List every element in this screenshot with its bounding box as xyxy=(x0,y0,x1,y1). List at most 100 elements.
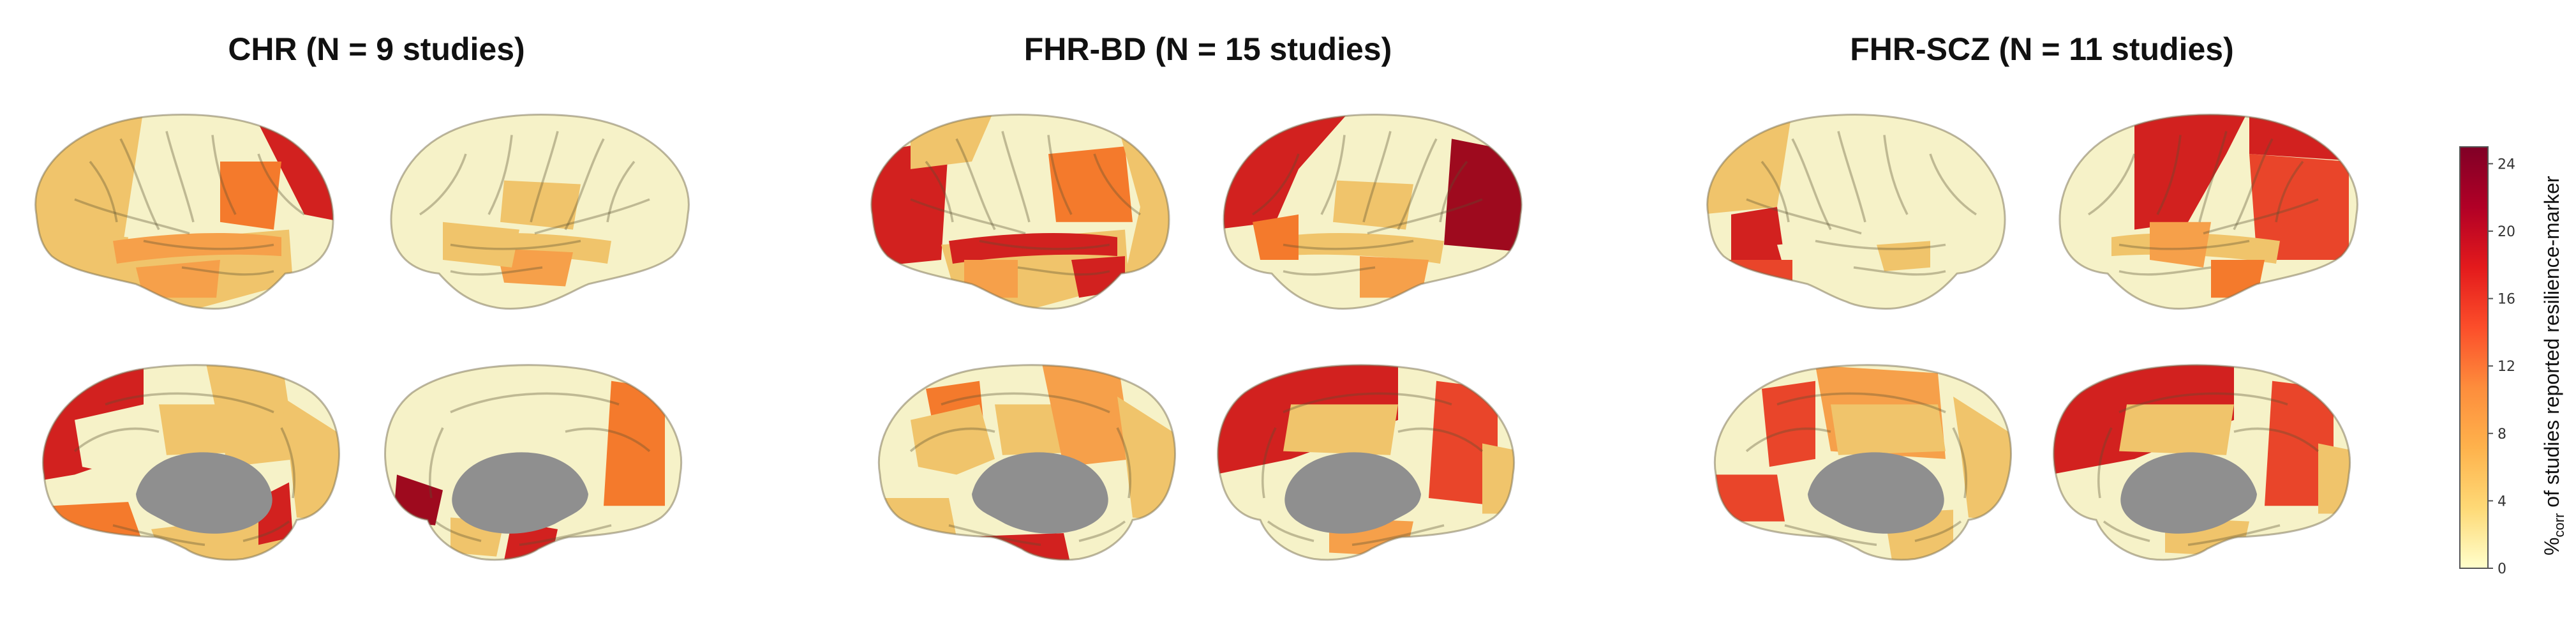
sulcus-line xyxy=(1853,266,1946,276)
cortical-region xyxy=(1762,381,1815,467)
cortical-region xyxy=(964,260,1018,298)
sulcus-line xyxy=(2088,153,2136,216)
cortex-outline xyxy=(1713,364,2013,561)
cortical-region xyxy=(496,248,573,287)
cortical-region xyxy=(604,381,665,506)
sulcus-line xyxy=(450,266,543,276)
cortex-outline xyxy=(34,114,334,310)
sulcus-line xyxy=(2118,266,2212,276)
brain-chr-right-lateral xyxy=(390,114,690,310)
sulcus-line xyxy=(74,198,190,235)
cortex-outline xyxy=(870,114,1170,310)
cortical-region xyxy=(1443,139,1522,253)
sulcus-line xyxy=(1815,239,1946,250)
brain-fhr-bd-left-lateral xyxy=(870,114,1170,310)
sulcus-line xyxy=(2103,520,2150,543)
cortex-outline xyxy=(1223,114,1523,310)
cortical-region xyxy=(75,404,160,475)
cortical-region xyxy=(1283,404,1398,455)
sulcus-line xyxy=(419,153,467,216)
sulcus-line xyxy=(181,266,274,276)
sulcus-line xyxy=(1001,131,1031,223)
cortex-outline xyxy=(390,114,690,310)
medial-wall xyxy=(1284,452,1421,534)
sulcus-line xyxy=(2187,524,2281,547)
sulcus-line xyxy=(606,160,636,223)
sulcus-line xyxy=(1093,153,1141,216)
brain-fhr-bd-right-medial xyxy=(1216,364,1515,561)
sulcus-line xyxy=(112,524,205,547)
cortical-region xyxy=(2134,114,2249,230)
cortical-region xyxy=(1429,381,1498,506)
medial-wall xyxy=(2120,452,2257,534)
sulcus-line xyxy=(211,135,237,215)
cortical-region xyxy=(871,139,949,268)
sulcus-line xyxy=(1351,524,1445,547)
sulcus-line xyxy=(1397,427,1484,453)
panel-title-fhr-bd: FHR-BD (N = 15 studies) xyxy=(1024,31,1392,67)
sulcus-line xyxy=(119,138,160,230)
sulcus-line xyxy=(948,524,1041,547)
sulcus-line xyxy=(2198,131,2228,223)
sulcus-line xyxy=(105,392,274,414)
cortical-region xyxy=(2318,443,2350,514)
sulcus-line xyxy=(1283,239,1414,250)
sulcus-line xyxy=(979,239,1110,250)
sulcus-line xyxy=(1362,131,1392,223)
cortical-region xyxy=(1041,365,1133,467)
cortical-region xyxy=(911,404,995,475)
sulcus-line xyxy=(1283,266,1376,276)
cortical-region xyxy=(1953,397,2011,522)
brain-fhr-scz-left-lateral xyxy=(1706,114,2006,310)
cortex-outline xyxy=(383,364,683,561)
cortical-region xyxy=(136,260,220,298)
colorbar-label: %corr of studies reported resilience-mar… xyxy=(2540,176,2567,555)
sulcus-line xyxy=(519,524,612,547)
sulcus-line xyxy=(1116,427,1132,499)
sulcus-line xyxy=(73,427,160,453)
cortical-region xyxy=(1877,241,1930,271)
cortical-region xyxy=(52,502,144,545)
cortex-outline xyxy=(1216,364,1515,561)
cortical-region xyxy=(281,397,339,522)
cortical-region xyxy=(880,498,957,538)
sulcus-line xyxy=(1929,153,1977,216)
sulcus-line xyxy=(488,135,513,215)
sulcus-line xyxy=(910,198,1026,235)
cortical-region xyxy=(2119,404,2234,455)
colorbar-tick-label: 4 xyxy=(2498,494,2506,510)
sulcus-line xyxy=(1761,160,1790,223)
brain-fhr-scz-right-lateral xyxy=(2059,114,2358,310)
cortical-region xyxy=(1333,180,1413,230)
brain-fhr-bd-left-medial xyxy=(877,364,1177,561)
cortical-region xyxy=(1482,443,1514,514)
sulcus-line xyxy=(450,239,581,250)
sulcus-line xyxy=(1776,392,1946,414)
cortical-region xyxy=(2150,222,2211,268)
sulcus-line xyxy=(2203,198,2319,235)
sulcus-line xyxy=(1017,266,1110,276)
sulcus-line xyxy=(1745,427,1831,453)
cortex-outline xyxy=(1706,114,2006,310)
cortex-outline xyxy=(877,364,1177,561)
sulcus-line xyxy=(1078,520,1126,543)
sulcus-line xyxy=(434,520,482,543)
sulcus-line xyxy=(925,160,954,223)
brain-chr-right-medial xyxy=(383,364,683,561)
sulcus-line xyxy=(534,198,650,235)
cortex-outline xyxy=(2059,114,2358,310)
sulcus-line xyxy=(1261,427,1277,499)
sulcus-line xyxy=(955,138,996,230)
sulcus-line xyxy=(1283,392,1452,414)
sulcus-line xyxy=(1252,153,1300,216)
sulcus-line xyxy=(428,427,444,499)
cortical-region xyxy=(1048,146,1133,222)
sulcus-line xyxy=(2275,160,2304,223)
sulcus-line xyxy=(1439,160,1468,223)
sulcus-line xyxy=(257,153,305,216)
sulcus-line xyxy=(2097,427,2113,499)
medial-wall xyxy=(452,452,588,534)
cortical-region xyxy=(1360,256,1429,298)
sulcus-line xyxy=(565,427,651,453)
